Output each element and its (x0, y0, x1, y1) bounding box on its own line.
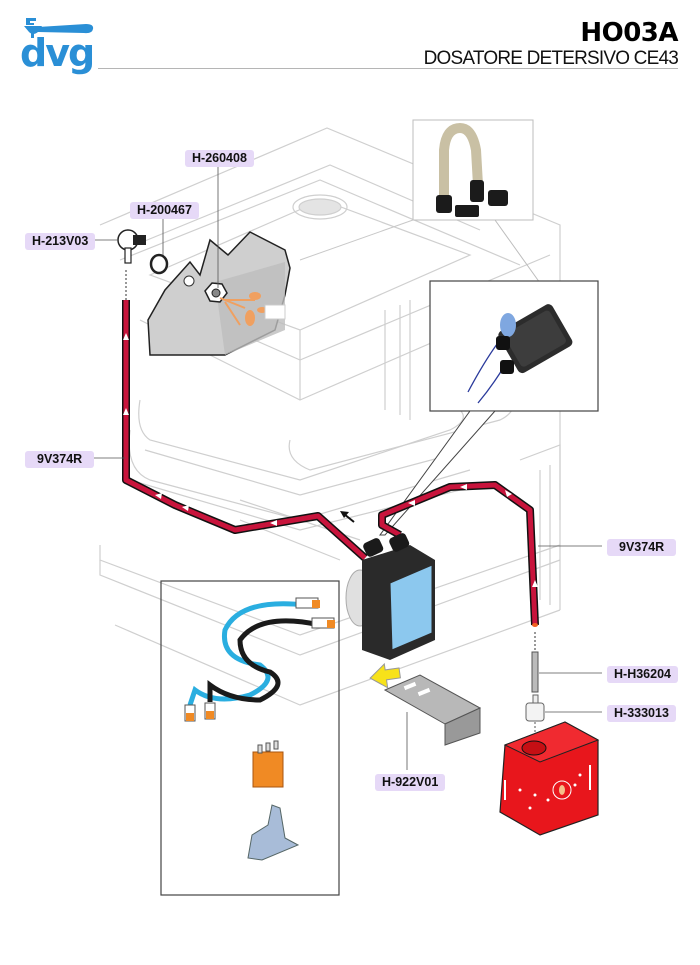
suction-tube (531, 632, 539, 693)
part-label-h922v01[interactable]: H-922V01 (375, 774, 446, 791)
part-label-9v374r-right[interactable]: 9V374R (607, 539, 677, 556)
mounting-bracket (383, 674, 482, 746)
hose-9v374r-left (122, 270, 368, 561)
elbow-fitting (117, 229, 146, 264)
page-title: DOSATORE DETERSIVO CE43 (423, 48, 679, 69)
relay-support (247, 804, 300, 861)
direction-arrow-icon (340, 511, 355, 523)
fitting-outline (264, 304, 286, 320)
detergent-tank (499, 721, 600, 836)
inset-u-hose (299, 119, 534, 261)
relay (252, 740, 284, 788)
faucet-icon (24, 18, 94, 38)
part-label-h200467[interactable]: H-200467 (130, 202, 199, 219)
part-label-hh36204[interactable]: H-H36204 (607, 666, 678, 683)
nut (204, 282, 228, 303)
detergent-pump (345, 533, 435, 660)
page-code: HO03A (580, 18, 678, 48)
dvg-logo: dvg (20, 16, 95, 81)
part-label-h213v03[interactable]: H-213V03 (25, 233, 96, 250)
leader-line (494, 219, 541, 284)
logo-text: dvg (20, 31, 95, 75)
part-label-h260408[interactable]: H-260408 (185, 150, 254, 167)
header-divider (98, 68, 678, 69)
hole (183, 275, 195, 287)
accessories-box (160, 580, 340, 896)
inset-pump-detail (379, 280, 599, 536)
filter-weight (525, 694, 545, 735)
insert-arrow-icon (369, 662, 401, 689)
part-label-h333013[interactable]: H-333013 (607, 705, 676, 722)
hose-9v374r-right (378, 481, 539, 627)
leader-lines (91, 164, 602, 770)
part-label-9v374r-left[interactable]: 9V374R (25, 451, 95, 468)
flow-arrows (123, 333, 538, 587)
washer (149, 253, 169, 275)
